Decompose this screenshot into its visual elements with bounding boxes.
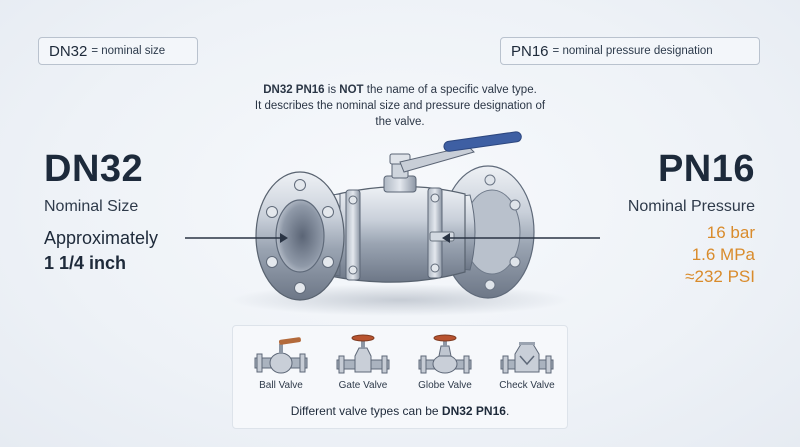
pressure-callout-arrow xyxy=(442,233,600,243)
pressure-label: Nominal Pressure xyxy=(627,198,755,215)
dn-definition-box: DN32 = nominal size xyxy=(38,37,198,65)
valve-handle xyxy=(383,131,522,193)
ball-valve-icon xyxy=(254,337,308,374)
pressure-psi: ≈232 PSI xyxy=(685,267,755,286)
nominal-pressure-block: PN16 Nominal Pressure 16 bar 1.6 MPa ≈23… xyxy=(535,148,755,288)
size-code: DN32 xyxy=(44,148,144,190)
pressure-bar: 16 bar xyxy=(706,223,755,242)
valve-type-check: Check Valve xyxy=(489,332,565,391)
pn-definition-box: PN16 = nominal pressure designation xyxy=(500,37,760,65)
pressure-code: PN16 xyxy=(657,148,755,190)
note-emphasis: NOT xyxy=(339,84,364,96)
valve-body xyxy=(329,185,466,283)
footer-code: DN32 PN16 xyxy=(441,404,506,418)
pn-code: PN16 xyxy=(511,42,549,60)
size-inch: 1 1/4 inch xyxy=(44,253,127,273)
gate-valve-icon xyxy=(336,334,390,374)
dn-code: DN32 xyxy=(49,42,88,60)
valve-types-panel: Ball Valve Gate Valve Globe Valve xyxy=(232,325,568,429)
explanation-note: DN32 PN16 is NOT the name of a specific … xyxy=(220,82,580,130)
left-flange xyxy=(255,171,345,301)
valve-type-label: Ball Valve xyxy=(259,380,303,391)
size-approx: Approximately xyxy=(44,228,159,248)
note-text-b: the name of a specific valve type. xyxy=(363,84,537,96)
valve-type-label: Globe Valve xyxy=(418,380,472,391)
globe-valve-icon xyxy=(418,334,472,374)
pressure-mpa: 1.6 MPa xyxy=(691,245,755,264)
footer-end: . xyxy=(505,404,510,418)
footer-text: Different valve types can be xyxy=(290,404,442,418)
note-line-2: It describes the nominal size and pressu… xyxy=(254,100,546,112)
valve-type-globe: Globe Valve xyxy=(407,332,483,391)
valve-type-label: Check Valve xyxy=(499,380,555,391)
note-line-1: DN32 PN16 is NOT the name of a specific … xyxy=(220,82,580,98)
valve-types-footer: Different valve types can be DN32 PN16. xyxy=(233,404,567,418)
nominal-size-block: DN32 Nominal Size Approximately 1 1/4 in… xyxy=(44,148,244,274)
pn-definition: = nominal pressure designation xyxy=(552,45,713,57)
note-code: DN32 PN16 xyxy=(263,84,325,96)
size-callout-arrow xyxy=(185,233,288,243)
dn-definition: = nominal size xyxy=(91,45,166,57)
note-text-a: is xyxy=(324,84,340,96)
size-label: Nominal Size xyxy=(44,198,139,215)
valve-type-ball: Ball Valve xyxy=(243,332,319,391)
check-valve-icon xyxy=(500,342,554,374)
note-line-3: the valve. xyxy=(375,116,425,128)
valve-type-gate: Gate Valve xyxy=(325,332,401,391)
valve-type-label: Gate Valve xyxy=(338,380,388,391)
